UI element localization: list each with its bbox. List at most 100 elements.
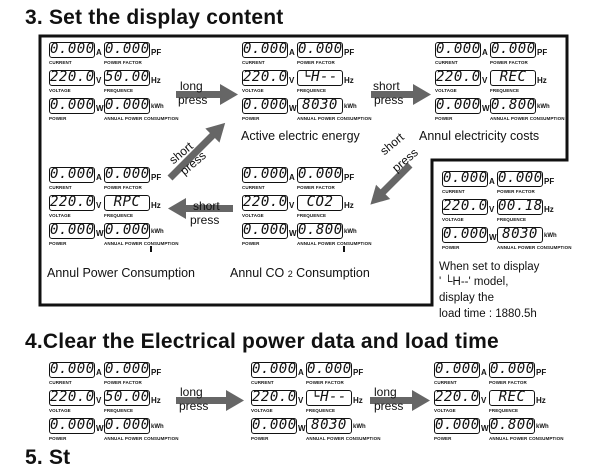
energy-readout: 8030 [306, 418, 352, 434]
arrow-text-long: long [374, 385, 397, 399]
label-voltage: VOLTAGE [49, 88, 71, 93]
unit-kwh: kWh [151, 424, 164, 430]
label-voltage: VOLTAGE [242, 213, 264, 218]
label-power-factor: POWER FACTOR [104, 60, 142, 65]
label-current: CURRENT [49, 185, 72, 190]
power-readout: 0.000 [435, 98, 481, 114]
current-readout: 0.000 [251, 362, 297, 378]
label-annual-consumption: ANNUAL POWER CONSUMPTION [297, 241, 372, 246]
energy-readout: 8030 [297, 98, 343, 114]
power-factor-readout: 0.000 [489, 362, 535, 378]
arrow-short-press-1 [371, 84, 431, 105]
label-voltage: VOLTAGE [49, 213, 71, 218]
voltage-readout: 220.0 [49, 390, 95, 406]
energy-readout: 0.800 [297, 223, 343, 239]
arrow-long-press-2 [176, 390, 244, 411]
voltage-readout: 220.0 [435, 70, 481, 86]
power-factor-readout: 0.000 [497, 171, 543, 187]
label-annual-consumption: ANNUAL POWER CONSUMPTION [297, 116, 372, 121]
unit-w: W [489, 233, 497, 242]
arrow-text-press: press [178, 93, 208, 107]
unit-a: A [482, 48, 488, 57]
voltage-readout: 220.0 [442, 199, 488, 215]
energy-readout: 8030 [497, 227, 543, 243]
arrow-text-press: press [179, 399, 209, 413]
arrow-text-long: long [180, 385, 203, 399]
power-factor-readout: 0.000 [104, 42, 150, 58]
power-readout: 0.000 [49, 418, 95, 434]
unit-kwh: kWh [544, 233, 557, 239]
label-power-factor: POWER FACTOR [297, 60, 335, 65]
label-power-factor: POWER FACTOR [297, 185, 335, 190]
unit-v: V [96, 396, 102, 405]
arrow-text-press: press [374, 93, 404, 107]
unit-pf: PF [151, 368, 162, 377]
label-annual-consumption: ANNUAL POWER CONSUMPTION [104, 436, 179, 441]
power-readout: 0.000 [251, 418, 297, 434]
label-frequence: FREQUENCE [104, 408, 134, 413]
voltage-readout: 220.0 [242, 70, 288, 86]
arrow-long-press-1 [176, 84, 238, 105]
label-power: POWER [242, 241, 260, 246]
label-power-factor: POWER FACTOR [490, 60, 528, 65]
current-readout: 0.000 [242, 167, 288, 183]
label-frequence: FREQUENCE [490, 88, 520, 93]
label-current: CURRENT [251, 380, 274, 385]
unit-hz: Hz [544, 205, 554, 214]
unit-pf: PF [344, 48, 355, 57]
power-factor-readout: 0.000 [104, 362, 150, 378]
unit-w: W [289, 104, 297, 113]
unit-a: A [489, 177, 495, 186]
label-annual-consumption: ANNUAL POWER CONSUMPTION [104, 241, 179, 246]
label-power: POWER [251, 436, 269, 441]
power-readout: 0.000 [49, 223, 95, 239]
label-power: POWER [442, 245, 460, 250]
arrow-short-press-4 [167, 122, 226, 181]
frequency-readout: 50.00 [104, 390, 150, 406]
label-annual-consumption: ANNUAL POWER CONSUMPTION [104, 116, 179, 121]
label-power: POWER [49, 241, 67, 246]
power-readout: 0.000 [434, 418, 480, 434]
section-4-heading: 4.Clear the Electrical power data and lo… [25, 330, 499, 353]
unit-v: V [482, 76, 488, 85]
power-readout: 0.000 [242, 98, 288, 114]
label-current: CURRENT [49, 380, 72, 385]
note-line-3: display the [439, 292, 494, 304]
caption-active-energy: Active electric energy [241, 129, 360, 143]
energy-readout: 0.000 [104, 223, 150, 239]
label-frequence: FREQUENCE [306, 408, 336, 413]
unit-v: V [489, 205, 495, 214]
power-readout: 0.000 [49, 98, 95, 114]
unit-a: A [96, 48, 102, 57]
unit-w: W [96, 104, 104, 113]
label-power-factor: POWER FACTOR [104, 380, 142, 385]
frequency-readout: └H-- [297, 70, 343, 86]
label-power: POWER [49, 436, 67, 441]
label-annual-consumption: ANNUAL POWER CONSUMPTION [497, 245, 572, 250]
arrow-text-press: press [374, 399, 404, 413]
label-power-factor: POWER FACTOR [104, 185, 142, 190]
frequency-readout: 50.00 [104, 70, 150, 86]
indicator-tick [150, 246, 152, 252]
unit-w: W [482, 104, 490, 113]
frequency-readout: └H-- [306, 390, 352, 406]
unit-kwh: kWh [536, 424, 549, 430]
energy-readout: 0.000 [104, 98, 150, 114]
unit-v: V [298, 396, 304, 405]
label-frequence: FREQUENCE [104, 213, 134, 218]
unit-a: A [289, 173, 295, 182]
label-annual-consumption: ANNUAL POWER CONSUMPTION [490, 116, 565, 121]
label-current: CURRENT [49, 60, 72, 65]
current-readout: 0.000 [49, 362, 95, 378]
frequency-readout: CO2 [297, 195, 343, 211]
arrow-text-press: press [190, 213, 220, 227]
unit-pf: PF [344, 173, 355, 182]
caption-power-consumption: Annul Power Consumption [47, 266, 195, 280]
label-power-factor: POWER FACTOR [489, 380, 527, 385]
unit-w: W [96, 424, 104, 433]
